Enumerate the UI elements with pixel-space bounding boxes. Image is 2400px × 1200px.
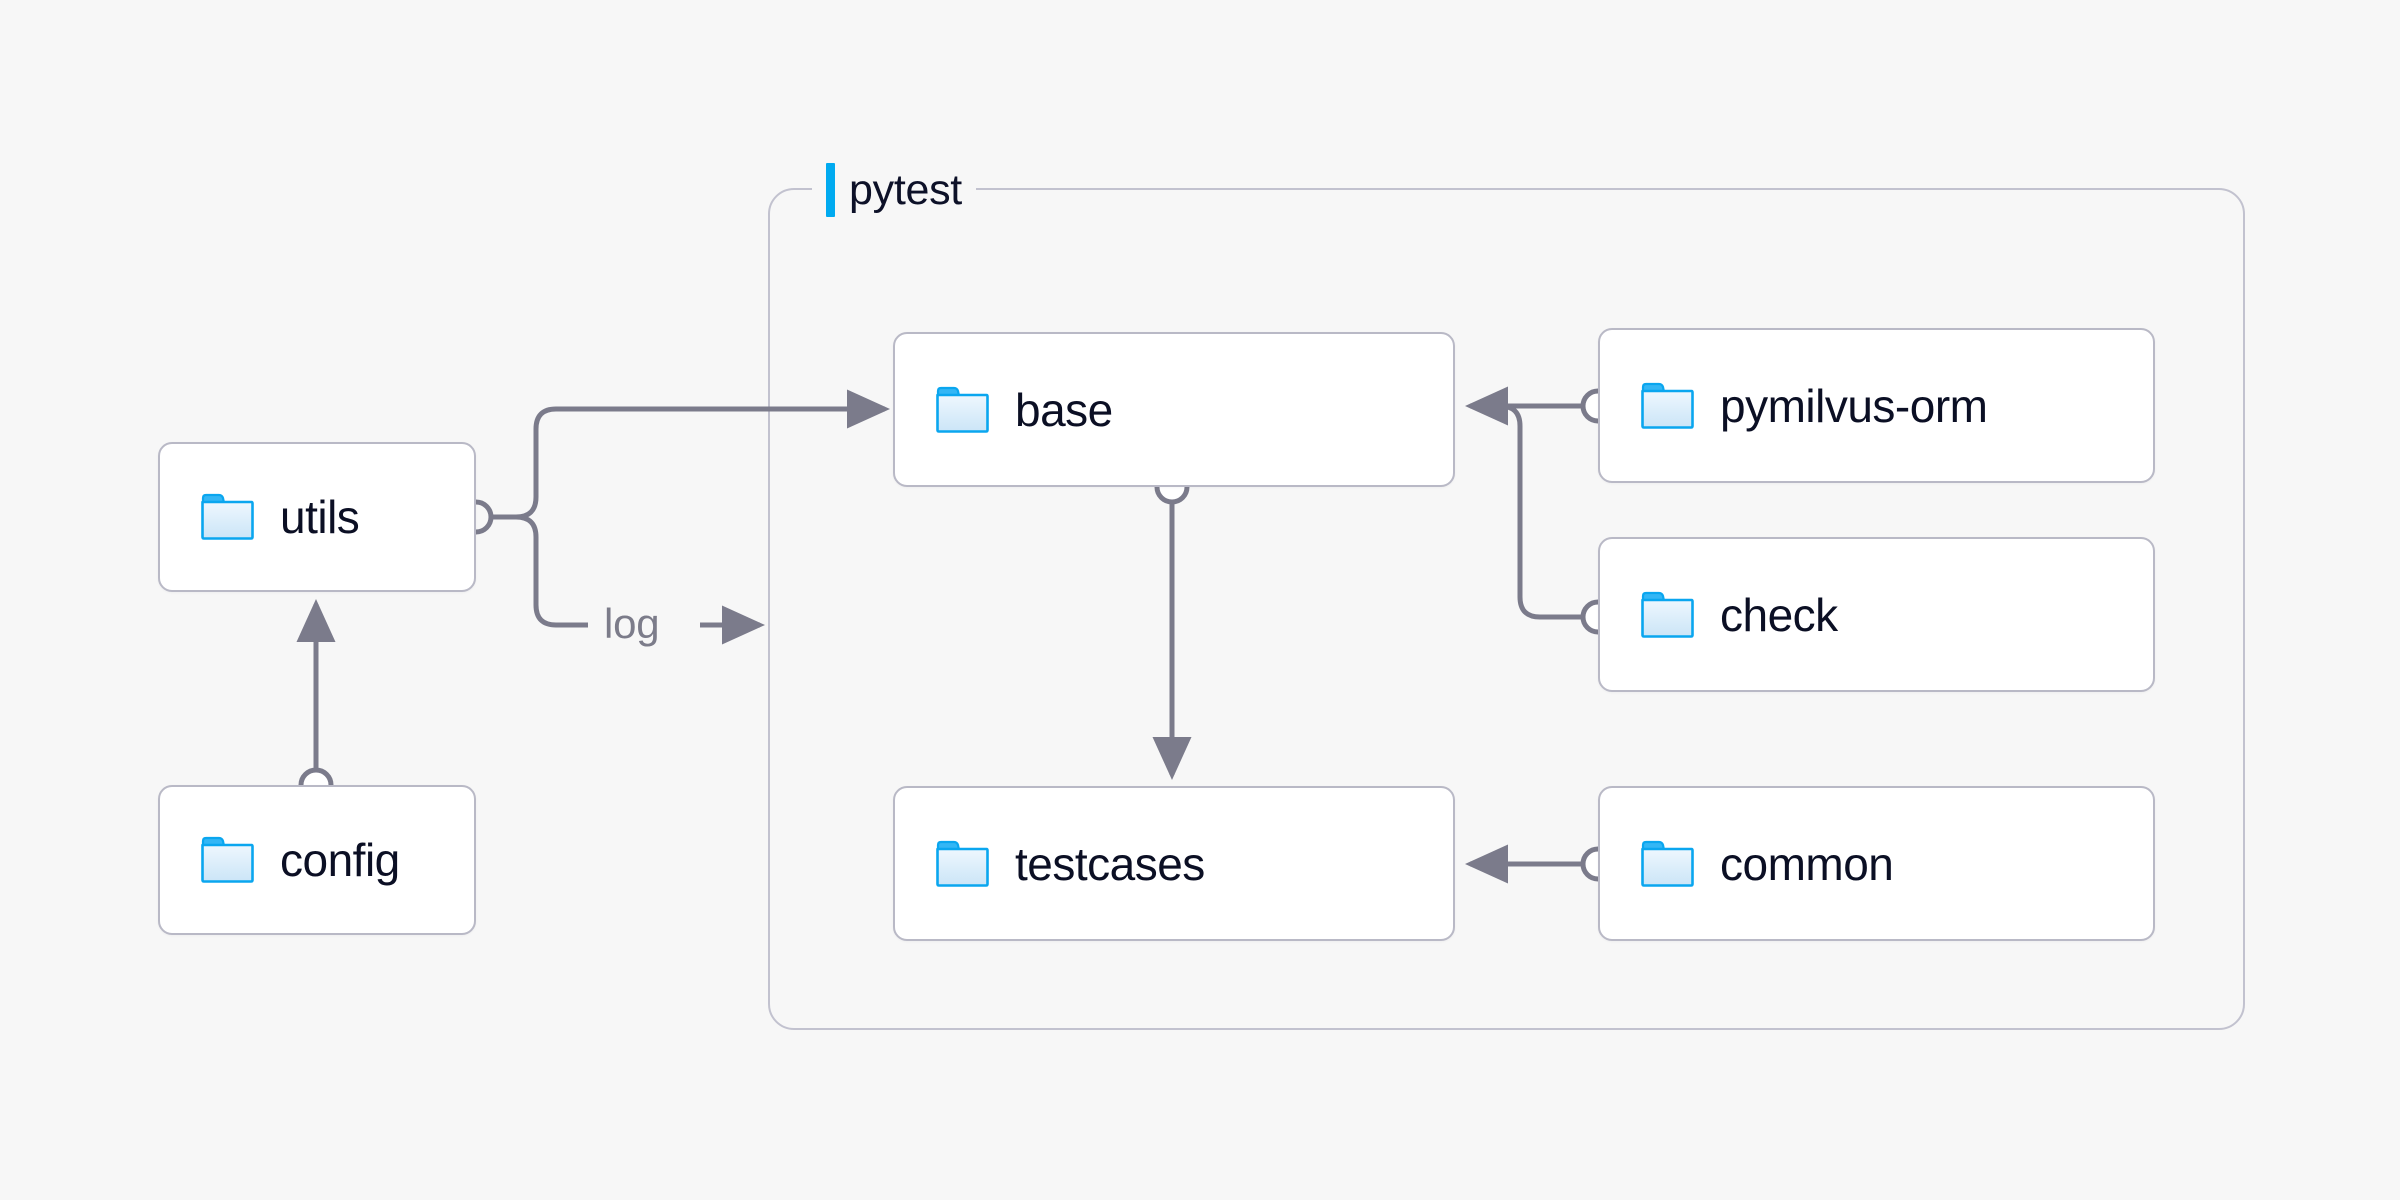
node-base[interactable]: base [893,332,1455,487]
node-label: config [280,834,400,886]
node-label: utils [280,491,360,543]
folder-icon [1640,382,1694,430]
node-label: pymilvus-orm [1720,379,1988,432]
node-testcases[interactable]: testcases [893,786,1455,941]
accent-bar-icon [826,163,835,217]
node-label: check [1720,588,1838,641]
folder-icon [935,840,989,888]
edge-label-log: log [596,600,668,648]
folder-icon [200,836,254,884]
folder-icon [1640,591,1694,639]
folder-icon [935,386,989,434]
node-check[interactable]: check [1598,537,2155,692]
folder-icon [1640,840,1694,888]
pytest-group-frame [768,188,2245,1030]
node-label: testcases [1015,837,1205,890]
node-label: base [1015,383,1113,436]
node-pymilvus-orm[interactable]: pymilvus-orm [1598,328,2155,483]
node-config[interactable]: config [158,785,476,935]
node-label: common [1720,837,1894,890]
group-label-text: pytest [849,165,962,214]
pytest-group-label: pytest [812,163,976,217]
folder-icon [200,493,254,541]
node-utils[interactable]: utils [158,442,476,592]
node-common[interactable]: common [1598,786,2155,941]
